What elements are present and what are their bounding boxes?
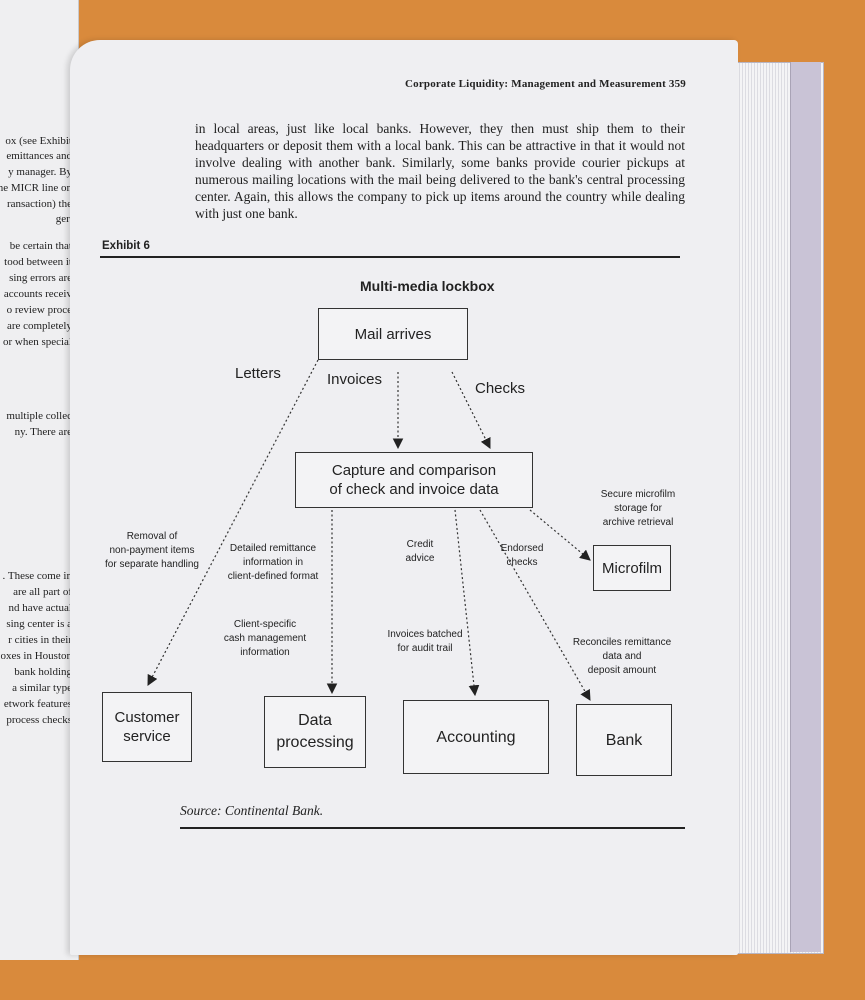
left-page-line: bank holding xyxy=(14,666,72,678)
label-credit-advice: Credit advice xyxy=(405,539,435,564)
label-reconciles: Reconciles remittance data and deposit a… xyxy=(572,637,672,676)
left-page-line: sing center is a xyxy=(6,618,72,630)
left-page-line: y manager. By xyxy=(8,166,72,178)
left-page-line: ny. There are xyxy=(14,426,72,438)
label-invoices-batched: Invoices batched for audit trail xyxy=(387,629,463,654)
diagram-title: Multi-media lockbox xyxy=(360,278,495,294)
arrow-mail-to-capture-checks xyxy=(451,371,491,449)
exhibit-label: Exhibit 6 xyxy=(102,240,150,252)
label-invoices: Invoices xyxy=(327,371,383,388)
label-secure-microfilm: Secure microfilm storage for archive ret… xyxy=(600,489,676,528)
label-removal: Removal of non-payment items for separat… xyxy=(105,531,199,570)
label-detailed-remittance: Detailed remittance information in clien… xyxy=(227,543,319,582)
node-capture: Capture and comparison of check and invo… xyxy=(295,452,533,508)
label-letters: Letters xyxy=(235,365,281,382)
arrow-capture-to-accounting xyxy=(454,509,480,697)
node-data-processing: Data processing xyxy=(264,696,366,768)
arrow-capture-to-bank xyxy=(479,509,591,701)
flow-arrows xyxy=(147,359,591,701)
node-bank: Bank xyxy=(576,704,672,776)
left-page-line: oxes in Houston xyxy=(0,650,73,662)
left-page-line: tood between it xyxy=(4,256,72,268)
left-page-line: o review proce xyxy=(6,304,72,316)
node-accounting: Accounting xyxy=(403,700,549,774)
running-head: Corporate Liquidity: Management and Meas… xyxy=(404,78,686,90)
left-page-line: multiple collec xyxy=(6,410,72,422)
left-page-line: nd have actual xyxy=(8,602,72,614)
left-page-line: or when special xyxy=(2,336,72,348)
left-page-line: ox (see Exhibit xyxy=(5,135,72,147)
left-page-line: are completely xyxy=(6,320,72,332)
left-page-line: r cities in their xyxy=(8,634,72,646)
source-note: Source: Continental Bank. xyxy=(180,803,324,818)
left-page-line: . These come in xyxy=(2,570,72,582)
label-endorsed-checks: Endorsed checks xyxy=(500,543,544,568)
exhibit-top-rule xyxy=(100,256,680,258)
left-page-line: are all part of xyxy=(13,586,72,598)
page-content: Corporate Liquidity: Management and Meas… xyxy=(70,40,738,955)
left-page-line: ransaction) the xyxy=(6,198,72,210)
intro-paragraph: in local areas, just like local banks. H… xyxy=(195,121,685,221)
left-page-line: sing errors are xyxy=(9,272,72,284)
left-page-line: accounts receiv xyxy=(3,288,72,300)
left-page-line: ne MICR line on xyxy=(0,182,72,194)
label-checks: Checks xyxy=(475,380,526,397)
left-page-line: a similar type xyxy=(12,682,72,694)
left-page-line: be certain that xyxy=(9,240,72,252)
node-mail-arrives: Mail arrives xyxy=(318,308,468,360)
left-page: ox (see Exhibit emittances and y manager. … xyxy=(0,0,79,960)
exhibit-bottom-rule xyxy=(180,827,685,829)
book-cover xyxy=(790,62,821,952)
node-microfilm: Microfilm xyxy=(593,545,671,591)
left-page-line: ger. xyxy=(55,213,72,225)
label-client-specific: Client-specific cash management informat… xyxy=(223,619,307,658)
node-customer-service: Customer service xyxy=(102,692,192,762)
left-page-line: etwork features xyxy=(3,698,72,710)
left-page-line: emittances and xyxy=(6,150,72,162)
right-page: Corporate Liquidity: Management and Meas… xyxy=(70,40,738,955)
left-page-line: process checks xyxy=(6,714,72,726)
